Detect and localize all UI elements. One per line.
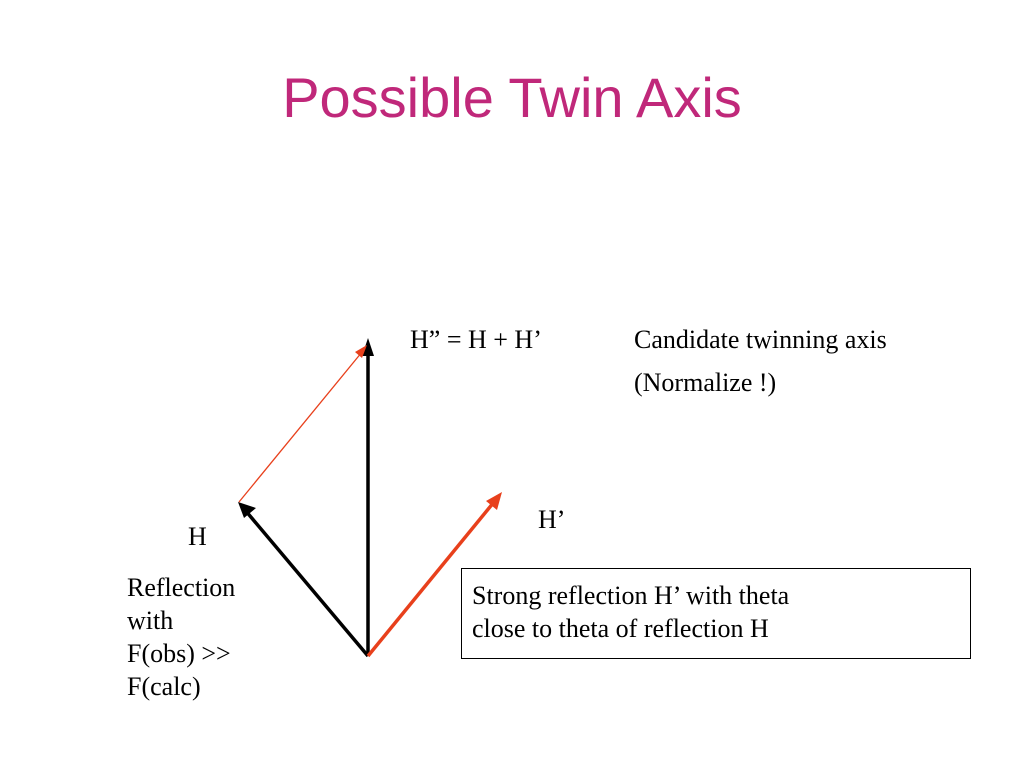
label-candidate-axis: Candidate twinning axis	[634, 325, 887, 354]
strong-reflection-box: Strong reflection H’ with theta close to…	[461, 568, 971, 659]
label-h-sum: H” = H + H’	[410, 325, 542, 354]
vector-h-sum-arrowhead	[362, 338, 374, 356]
vector-h-prime-line	[366, 500, 496, 658]
reflection-note-line: Reflection	[127, 573, 236, 602]
label-h: H	[188, 522, 207, 551]
vector-h-prime-arrowhead	[486, 492, 502, 510]
vector-h-arrowhead	[238, 502, 256, 518]
vector-h-prime-translated-line	[238, 351, 363, 503]
reflection-note-line: F(calc)	[127, 672, 201, 701]
slide-title: Possible Twin Axis	[282, 66, 742, 129]
vector-h-prime-translated-arrowhead	[355, 345, 367, 358]
reflection-note-line: with	[127, 606, 174, 635]
reflection-note-line: F(obs) >>	[127, 639, 231, 668]
strong-box-line: Strong reflection H’ with theta	[472, 581, 790, 610]
label-normalize: (Normalize !)	[634, 368, 777, 397]
vector-h-line	[243, 508, 370, 658]
label-h-prime: H’	[538, 505, 566, 534]
strong-box-line: close to theta of reflection H	[472, 614, 769, 643]
reflection-note: Reflection with F(obs) >> F(calc)	[127, 571, 235, 703]
